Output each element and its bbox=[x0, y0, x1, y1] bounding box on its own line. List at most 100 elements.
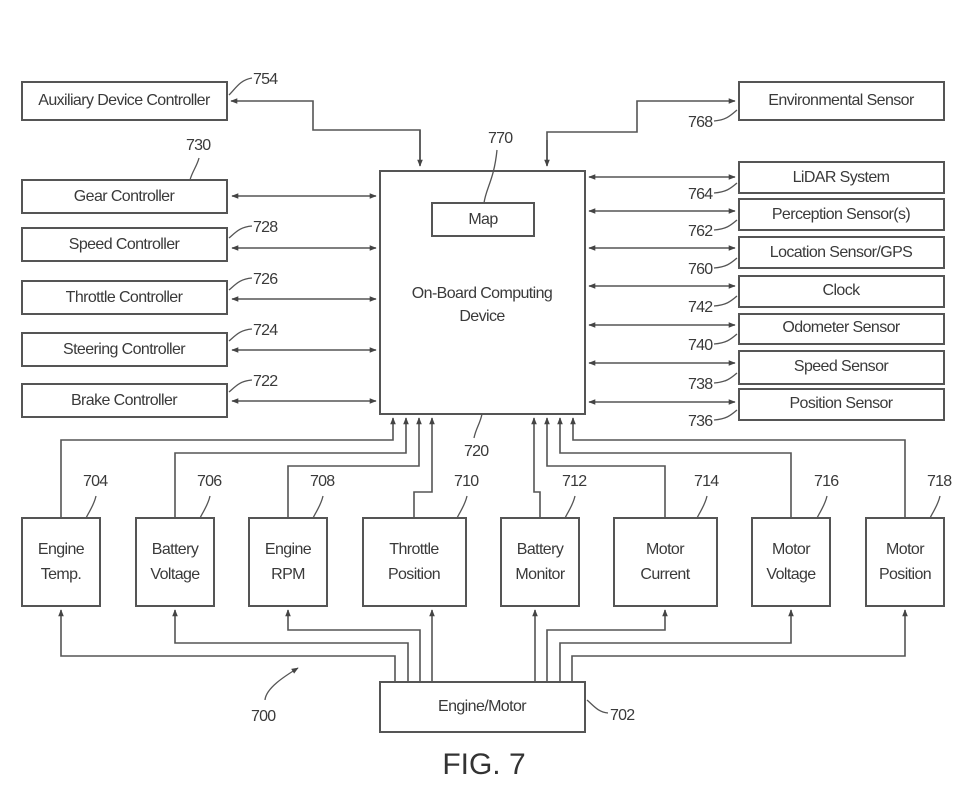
ref-leader bbox=[456, 495, 468, 519]
wire-engine-to-motor-current bbox=[546, 609, 668, 682]
sensor-ref: 736 bbox=[688, 413, 713, 430]
ref-leader bbox=[696, 495, 708, 519]
sensor-label-line1: Engine bbox=[38, 541, 85, 558]
sensor-ref: 742 bbox=[688, 299, 713, 316]
ref-leader bbox=[228, 225, 253, 239]
ref-leader bbox=[816, 495, 828, 519]
sensor-ref: 760 bbox=[688, 261, 713, 278]
wire-motor-current-up bbox=[544, 417, 666, 518]
ref-leader bbox=[199, 495, 211, 519]
sensor-ref: 714 bbox=[694, 473, 719, 490]
computing-device-leader bbox=[473, 413, 483, 439]
controller-gear: Gear Controller 730 bbox=[21, 137, 377, 214]
sensor-throttle-position: Throttle Position 710 bbox=[362, 473, 480, 607]
engine-motor-label: Engine/Motor bbox=[438, 698, 527, 715]
ref-leader bbox=[228, 379, 253, 393]
computing-device-ref: 720 bbox=[464, 443, 489, 460]
wire-motor-position-up bbox=[570, 417, 906, 518]
wire-engine-to-engine-rpm bbox=[285, 609, 421, 682]
wire-engine-to-battery-voltage bbox=[172, 609, 409, 682]
controller-speed: Speed Controller 728 bbox=[21, 219, 377, 262]
system-ref: 700 bbox=[251, 667, 299, 725]
wire-aux-device bbox=[230, 98, 421, 165]
sensor-motor-voltage: Motor Voltage 716 bbox=[751, 473, 840, 607]
sensor-battery-voltage: Battery Voltage 706 bbox=[135, 473, 223, 607]
sensor-label: Perception Sensor(s) bbox=[772, 206, 911, 223]
ref-leader bbox=[713, 109, 738, 122]
sensor-position: Position Sensor 736 bbox=[588, 388, 945, 430]
sensor-label-line2: Current bbox=[640, 566, 690, 583]
controller-label: Throttle Controller bbox=[66, 289, 184, 306]
sensor-label: Speed Sensor bbox=[794, 358, 889, 375]
sensor-battery-monitor: Battery Monitor 712 bbox=[500, 473, 588, 607]
sensor-label: Clock bbox=[822, 282, 861, 299]
controller-ref: 754 bbox=[253, 71, 278, 88]
ref-leader bbox=[713, 295, 738, 307]
on-board-computing-device: On-Board Computing Device Map 770 720 bbox=[379, 130, 586, 460]
sensor-label-line2: Position bbox=[388, 566, 440, 583]
controller-label: Steering Controller bbox=[63, 341, 186, 358]
ref-leader bbox=[228, 277, 253, 291]
sensor-ref: 740 bbox=[688, 337, 713, 354]
sensor-clock: Clock 742 bbox=[588, 275, 945, 316]
ref-leader bbox=[228, 328, 253, 342]
sensor-lidar: LiDAR System 764 bbox=[588, 161, 945, 203]
system-ref-arrow bbox=[264, 667, 299, 701]
controller-brake: Brake Controller 722 bbox=[21, 373, 377, 418]
sensor-ref: 738 bbox=[688, 376, 713, 393]
bottom-sensors: Engine Temp. 704 Battery Voltage 706 Eng… bbox=[21, 473, 953, 607]
map-box bbox=[431, 202, 535, 237]
ref-leader bbox=[189, 157, 200, 181]
sensor-ref: 762 bbox=[688, 223, 713, 240]
sensor-ref: 704 bbox=[83, 473, 108, 490]
ref-leader bbox=[228, 77, 253, 96]
controller-throttle: Throttle Controller 726 bbox=[21, 271, 377, 315]
sensor-motor-current: Motor Current 714 bbox=[613, 473, 720, 607]
map-leader bbox=[483, 149, 498, 204]
sensor-location-gps: Location Sensor/GPS 760 bbox=[588, 236, 945, 278]
ref-leader bbox=[564, 495, 576, 519]
ref-leader bbox=[713, 182, 738, 194]
wire-motor-voltage-up bbox=[557, 417, 792, 518]
right-sensors: Environmental Sensor 768 LiDAR System 76… bbox=[544, 81, 945, 430]
wire-engine-to-motor-position bbox=[571, 609, 908, 682]
map-ref: 770 bbox=[488, 130, 513, 147]
controller-label: Gear Controller bbox=[74, 188, 176, 205]
sensor-label-line2: Monitor bbox=[515, 566, 565, 583]
controller-label: Brake Controller bbox=[71, 392, 178, 409]
sensor-ref: 712 bbox=[562, 473, 587, 490]
sensor-ref: 768 bbox=[688, 114, 713, 131]
sensor-label-line2: Voltage bbox=[766, 566, 816, 583]
ref-leader bbox=[713, 333, 738, 345]
engine-to-sensor-wires bbox=[58, 609, 908, 682]
sensor-label-line2: Temp. bbox=[41, 566, 82, 583]
controller-steering: Steering Controller 724 bbox=[21, 322, 377, 367]
sensor-label-line1: Engine bbox=[265, 541, 312, 558]
ref-leader bbox=[929, 495, 941, 519]
sensor-label-line2: RPM bbox=[271, 566, 305, 583]
engine-motor: Engine/Motor 702 bbox=[379, 681, 636, 733]
sensor-to-computer-wires bbox=[60, 417, 906, 518]
sensor-label: LiDAR System bbox=[793, 169, 890, 186]
ref-leader bbox=[713, 409, 738, 421]
sensor-label: Location Sensor/GPS bbox=[770, 244, 912, 261]
sensor-ref: 718 bbox=[927, 473, 952, 490]
sensor-label-line1: Motor bbox=[886, 541, 925, 558]
sensor-environmental: Environmental Sensor 768 bbox=[544, 81, 945, 167]
engine-motor-box bbox=[379, 681, 586, 733]
wire-battery-voltage-up bbox=[174, 417, 409, 518]
map-block: Map bbox=[431, 202, 535, 237]
sensor-motor-position: Motor Position 718 bbox=[865, 473, 953, 607]
controller-ref: 724 bbox=[253, 322, 278, 339]
ref-leader bbox=[85, 495, 97, 519]
controller-label: Speed Controller bbox=[69, 236, 181, 253]
sensor-ref: 764 bbox=[688, 186, 713, 203]
sensor-label-line2: Position bbox=[879, 566, 931, 583]
sensor-label-line1: Battery bbox=[517, 541, 564, 558]
sensor-label: Position Sensor bbox=[789, 395, 893, 412]
wire-throttle-position-up bbox=[413, 417, 435, 518]
wire-engine-to-engine-temp bbox=[58, 609, 396, 682]
sensor-engine-rpm: Engine RPM 708 bbox=[248, 473, 336, 607]
sensor-label-line2: Voltage bbox=[150, 566, 200, 583]
